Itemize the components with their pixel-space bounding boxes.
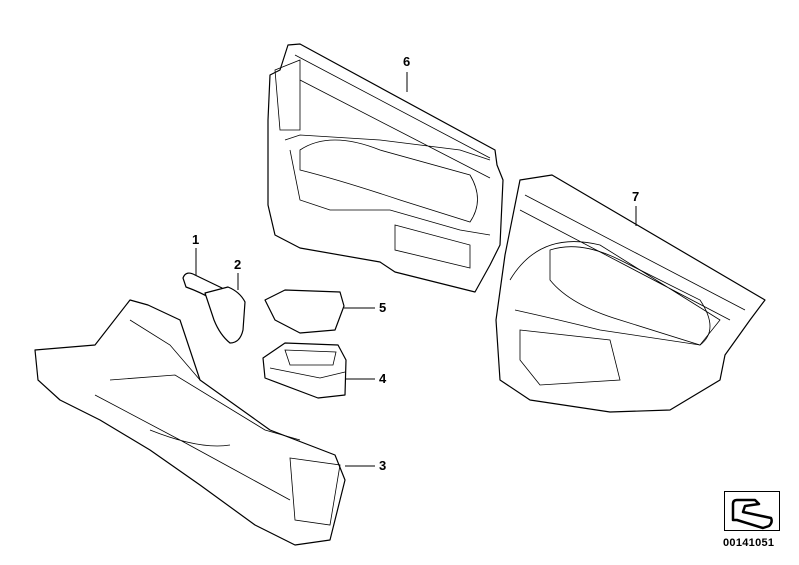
rear-door-trim-panel [495, 174, 766, 413]
callout-4: 4 [379, 371, 387, 386]
front-door-trim-panel [267, 43, 504, 293]
callout-2: 2 [234, 257, 242, 272]
center-console [34, 299, 346, 546]
arrow-part-icon [731, 498, 773, 530]
trim-cap [204, 286, 246, 344]
diagram-id: 00141051 [723, 537, 775, 549]
armrest-pad [264, 289, 345, 334]
armrest-base [262, 342, 347, 399]
diagram-symbol [724, 491, 780, 531]
callout-3: 3 [379, 458, 387, 473]
callout-5: 5 [379, 300, 387, 315]
callout-1: 1 [192, 232, 200, 247]
callout-7: 7 [632, 189, 640, 204]
callout-6: 6 [403, 54, 411, 69]
